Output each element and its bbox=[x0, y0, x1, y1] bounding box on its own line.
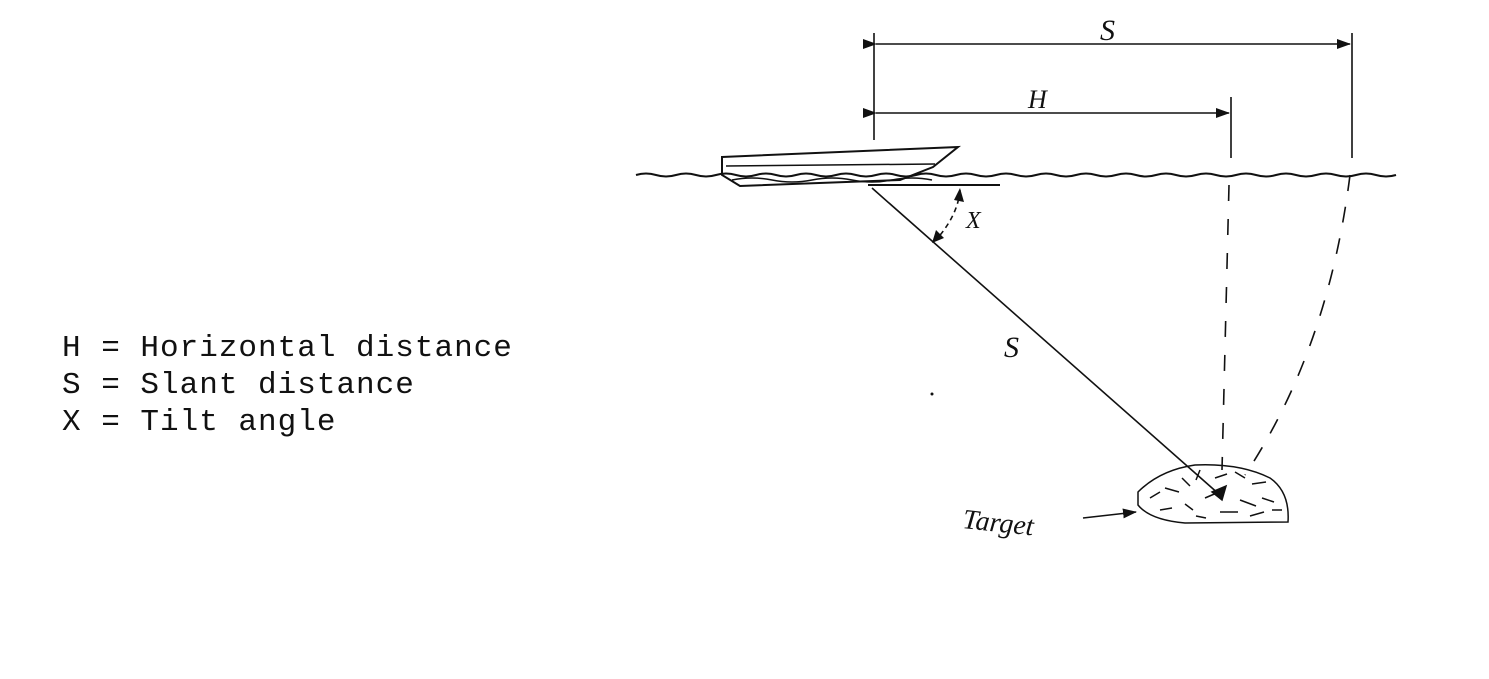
legend-text: Horizontal distance bbox=[140, 331, 513, 366]
label-top-s: S bbox=[1100, 14, 1115, 47]
legend-separator: = bbox=[81, 331, 141, 366]
label-tilt-x: X bbox=[965, 208, 982, 234]
tilt-arrow-bottom bbox=[932, 230, 944, 243]
tilt-arrow-top bbox=[954, 188, 964, 202]
target-pointer-arrow bbox=[1082, 508, 1137, 519]
boat bbox=[721, 145, 962, 188]
label-slant-s: S bbox=[1004, 331, 1019, 364]
label-h: H bbox=[1027, 85, 1048, 114]
legend: H = Horizontal distance S = Slant distan… bbox=[62, 330, 513, 441]
target-object bbox=[1137, 464, 1289, 524]
legend-separator: = bbox=[81, 405, 141, 440]
legend-separator: = bbox=[81, 368, 141, 403]
legend-text: Tilt angle bbox=[140, 405, 337, 440]
slant-line bbox=[871, 187, 1221, 496]
label-target: Target bbox=[961, 504, 1036, 542]
legend-row-x: X = Tilt angle bbox=[62, 404, 513, 441]
slant-arc-dashed bbox=[1244, 174, 1351, 476]
legend-symbol: S bbox=[62, 368, 82, 403]
legend-row-s: S = Slant distance bbox=[62, 367, 513, 404]
legend-text: Slant distance bbox=[140, 368, 415, 403]
legend-symbol: H bbox=[62, 331, 82, 366]
water-surface bbox=[635, 172, 1397, 178]
legend-row-h: H = Horizontal distance bbox=[62, 330, 513, 367]
speck bbox=[930, 392, 934, 396]
vertical-dashed-line bbox=[1221, 184, 1230, 471]
legend-symbol: X bbox=[62, 405, 82, 440]
